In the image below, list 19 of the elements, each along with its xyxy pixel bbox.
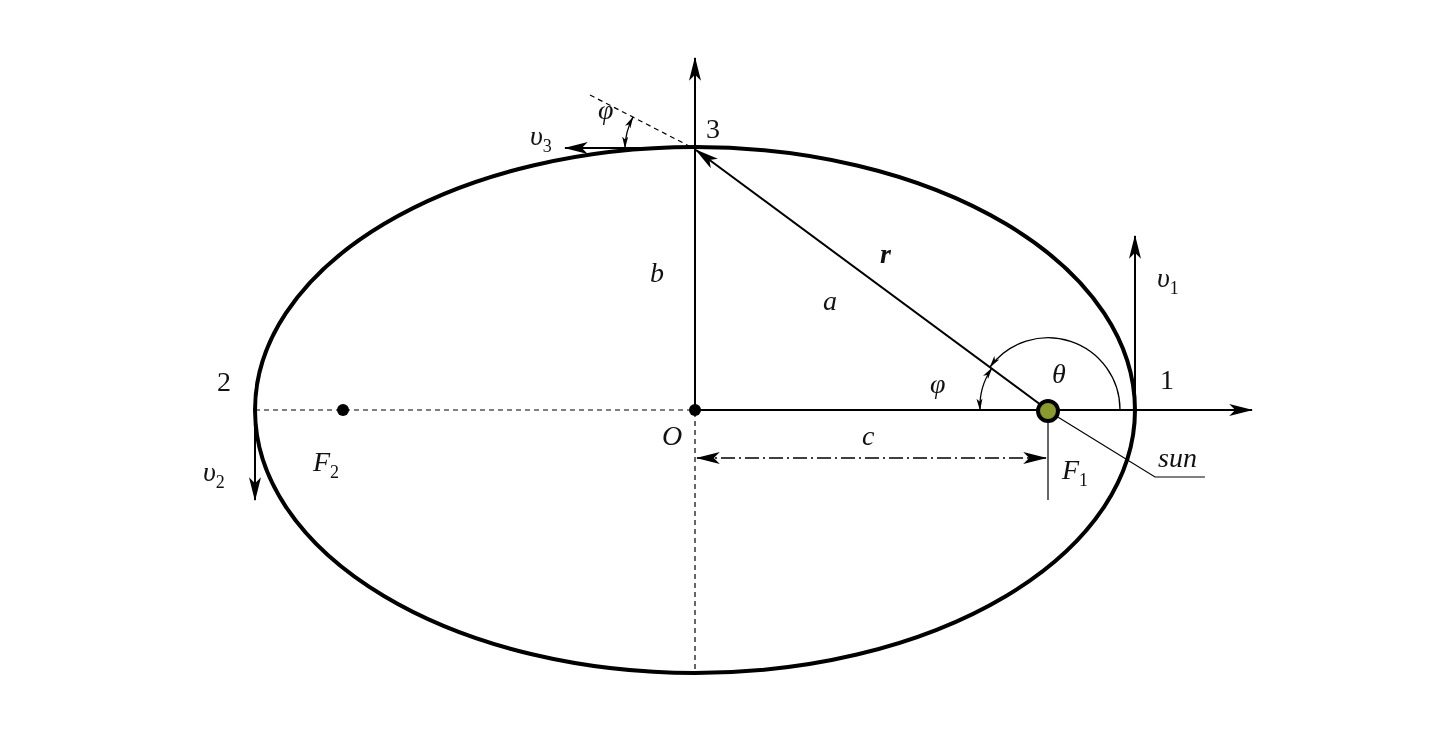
length-label: a	[823, 285, 837, 317]
point-label: 3	[706, 113, 720, 145]
point-label: 1	[1160, 364, 1174, 396]
length-label: c	[862, 420, 875, 452]
velocity-label: υ$_{3}$	[530, 120, 552, 158]
velocity-label: υ$_{1}$	[1157, 262, 1179, 300]
velocity-label: υ$_{2}$	[203, 456, 225, 494]
point-label: F$_{2}$	[313, 446, 340, 484]
point-label: F$_{1}$	[1062, 454, 1089, 492]
sun-disc	[1036, 399, 1060, 423]
leader-line	[1057, 416, 1206, 478]
vector-label: r	[880, 238, 891, 270]
callout-label: sun	[1158, 442, 1197, 474]
length-label: b	[650, 257, 664, 289]
point-label: 2	[217, 366, 231, 398]
point-label: O	[662, 420, 683, 452]
angle-label: φ	[930, 368, 946, 400]
angle-label: θ	[1052, 358, 1066, 390]
angle-label: φ	[598, 94, 614, 126]
